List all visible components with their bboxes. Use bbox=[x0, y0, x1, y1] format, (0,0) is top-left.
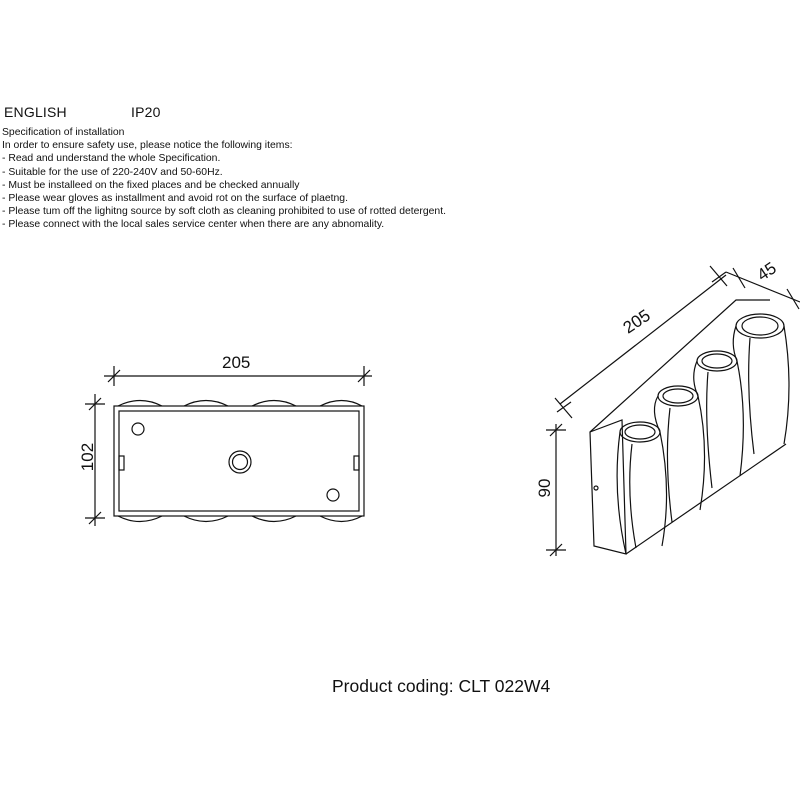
spec-item: - Must be installeed on the fixed places… bbox=[2, 179, 300, 191]
front-height-label: 102 bbox=[78, 442, 97, 472]
side-height-label: 90 bbox=[535, 478, 554, 498]
ip-rating-label: IP20 bbox=[131, 104, 161, 120]
front-width-dimension bbox=[104, 366, 372, 386]
front-view-body bbox=[113, 399, 365, 523]
side-height-dimension bbox=[546, 423, 566, 557]
spec-title: Specification of installation bbox=[2, 127, 125, 138]
spec-intro: In order to ensure safety use, please no… bbox=[2, 140, 293, 152]
side-length-dimension bbox=[554, 265, 728, 419]
spec-item: - Read and understand the whole Specific… bbox=[2, 153, 221, 165]
product-coding: Product coding: CLT 022W4 bbox=[332, 676, 551, 696]
side-depth-dimension bbox=[725, 267, 800, 310]
spec-item: - Suitable for the use of 220-240V and 5… bbox=[2, 166, 223, 178]
language-label: ENGLISH bbox=[4, 104, 67, 120]
isometric-body bbox=[589, 299, 790, 555]
spec-item: - Please wear gloves as installment and … bbox=[2, 193, 348, 205]
installation-specification: Specification of installation In order t… bbox=[2, 126, 522, 232]
front-height-dimension bbox=[85, 394, 105, 526]
spec-item: - Please connect with the local sales se… bbox=[2, 219, 385, 231]
spec-item: - Please tum off the lighitng source by … bbox=[2, 206, 446, 218]
front-width-label: 205 bbox=[222, 353, 251, 372]
